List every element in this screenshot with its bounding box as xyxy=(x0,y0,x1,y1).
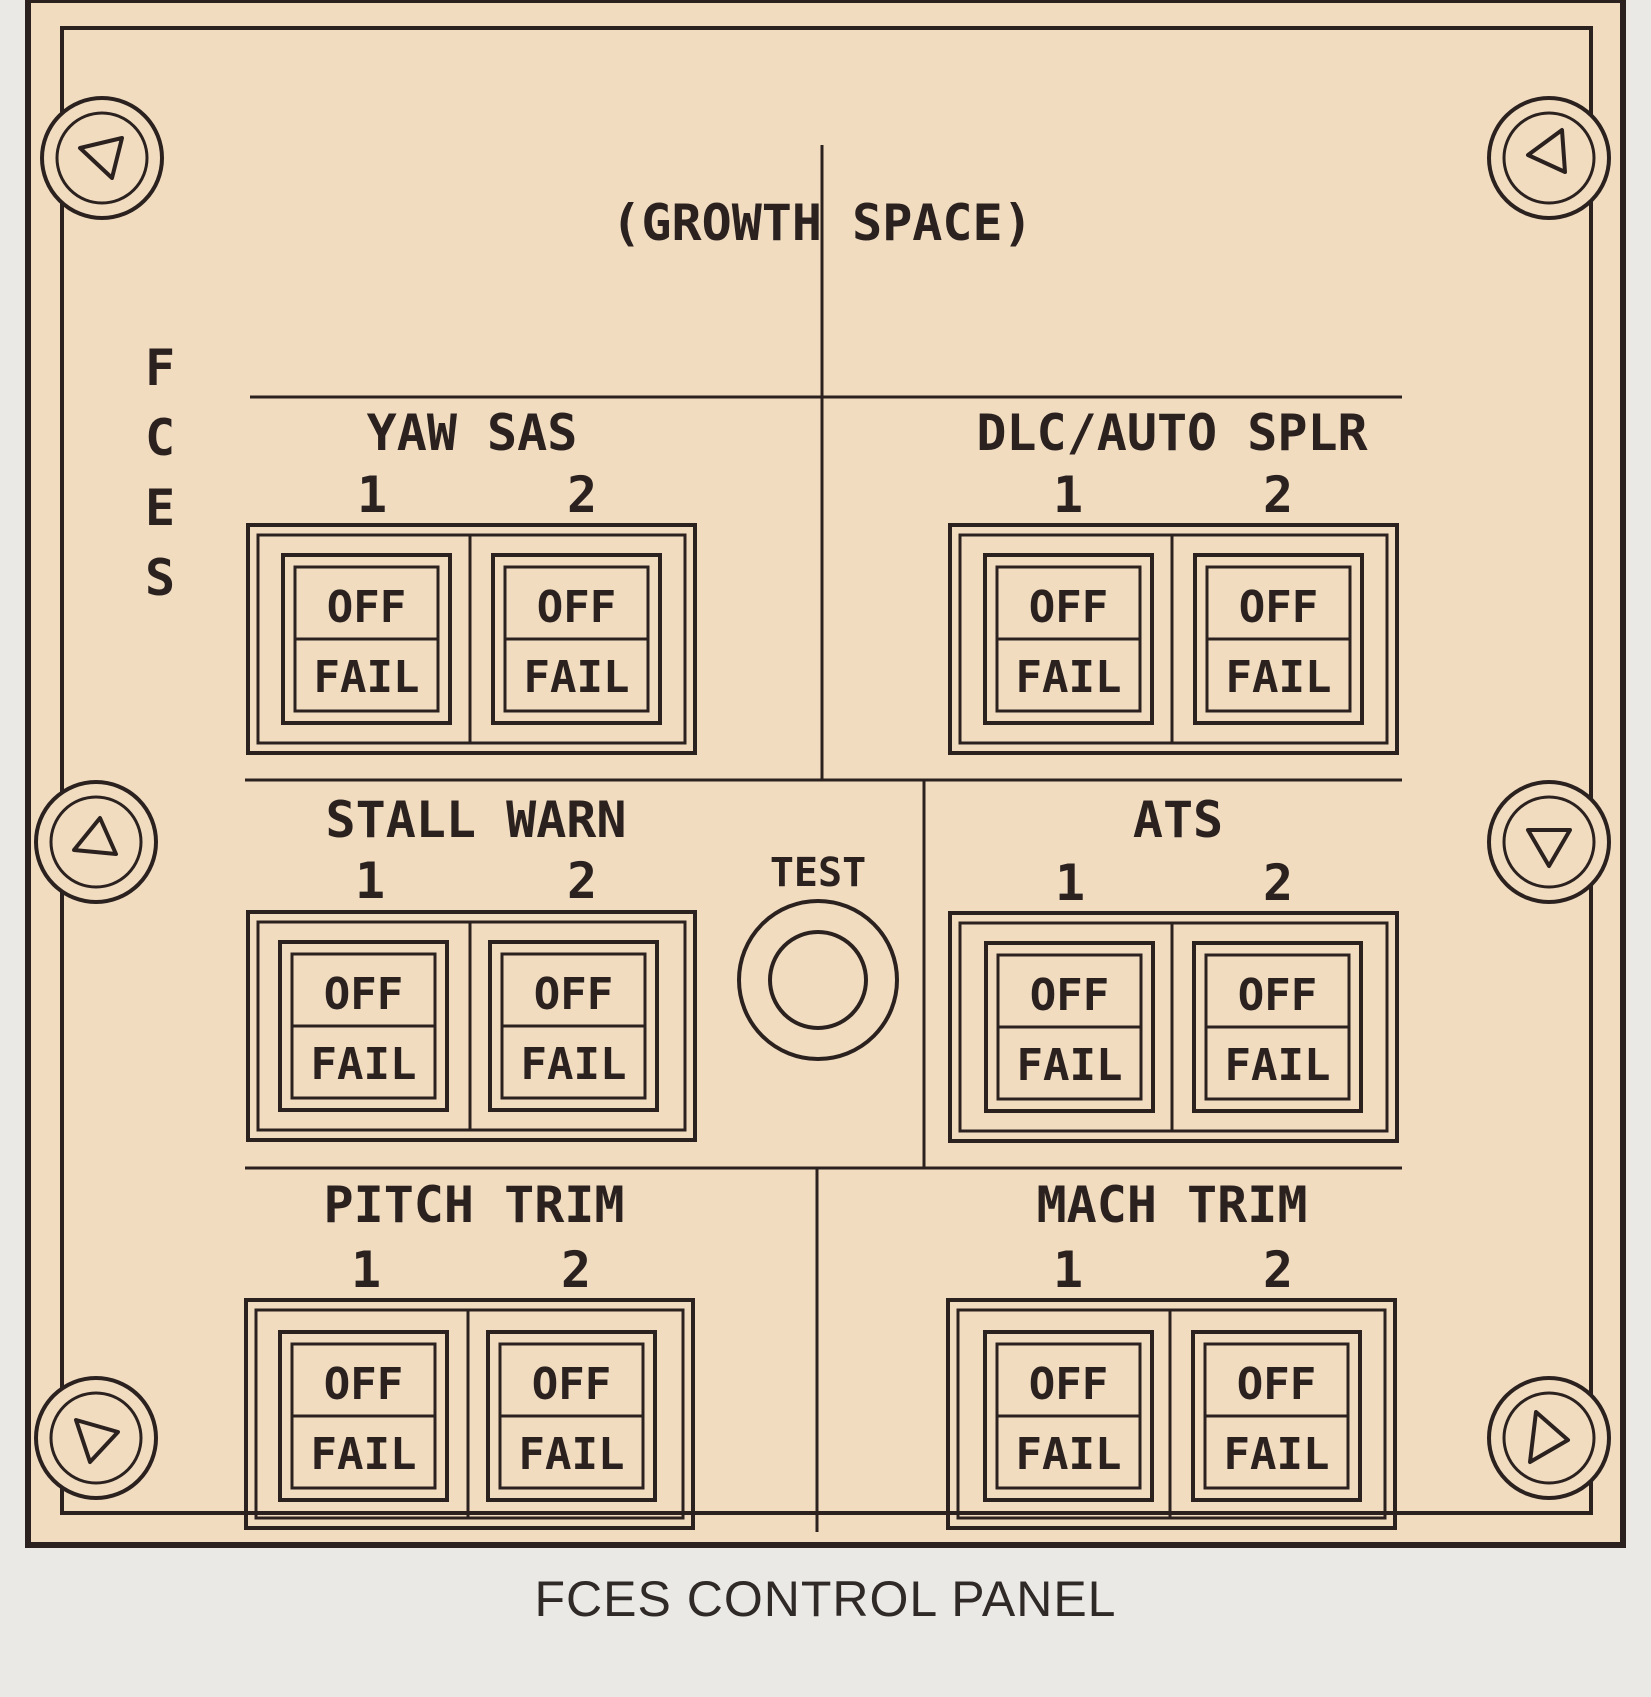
channel-number: 2 xyxy=(1263,466,1293,524)
switch-stall-warn-2[interactable]: OFF FAIL xyxy=(488,940,659,1112)
switch-fail-label: FAIL xyxy=(311,1429,417,1480)
switch-housing xyxy=(946,1298,1397,1530)
switch-fail-label: FAIL xyxy=(1224,1429,1330,1480)
screw-top-left-icon xyxy=(40,96,164,220)
fces-letter: S xyxy=(145,549,175,607)
channel-number: 2 xyxy=(561,1241,591,1299)
channel-number: 1 xyxy=(1055,854,1085,912)
switch-fail-label: FAIL xyxy=(521,1039,627,1090)
switch-pitch-trim-1[interactable]: OFF FAIL xyxy=(278,1330,449,1502)
switch-fail-label: FAIL xyxy=(311,1039,417,1090)
test-label: TEST xyxy=(770,850,866,896)
switch-off-label: OFF xyxy=(534,969,613,1020)
switch-yaw-sas-1[interactable]: OFF FAIL xyxy=(281,553,452,725)
channel-number: 2 xyxy=(567,852,597,910)
switch-fail-label: FAIL xyxy=(1225,1040,1331,1091)
switch-housing xyxy=(246,910,697,1142)
screw-bottom-right-icon xyxy=(1487,1376,1611,1500)
switch-fail-label: FAIL xyxy=(519,1429,625,1480)
group-title: DLC/AUTO SPLR xyxy=(976,404,1368,462)
group-title: PITCH TRIM xyxy=(323,1176,624,1234)
channel-number: 2 xyxy=(1263,1241,1293,1299)
channel-number: 1 xyxy=(1053,1241,1083,1299)
switch-off-label: OFF xyxy=(1030,970,1109,1021)
fces-vertical-label: F C E S xyxy=(145,339,175,607)
group-stall-warn: STALL WARN 1 2 OFF FAIL OFF FAIL xyxy=(246,791,697,1142)
switch-off-label: OFF xyxy=(1237,1359,1316,1410)
group-title: MACH TRIM xyxy=(1037,1176,1308,1234)
switch-off-label: OFF xyxy=(532,1359,611,1410)
switch-ats-2[interactable]: OFF FAIL xyxy=(1192,941,1363,1113)
switch-off-label: OFF xyxy=(1029,582,1108,633)
switch-pitch-trim-2[interactable]: OFF FAIL xyxy=(486,1330,657,1502)
screw-mid-right-icon xyxy=(1487,780,1611,904)
panel-bezel xyxy=(25,0,1626,1548)
group-title: STALL WARN xyxy=(325,791,626,849)
switch-housing xyxy=(948,523,1399,755)
switch-dlc-auto-splr-2[interactable]: OFF FAIL xyxy=(1193,553,1364,725)
group-pitch-trim: PITCH TRIM 1 2 OFF FAIL OFF FAIL xyxy=(244,1176,695,1530)
fces-letter: C xyxy=(145,409,175,467)
channel-number: 2 xyxy=(567,466,597,524)
figure-caption: FCES CONTROL PANEL xyxy=(534,1571,1117,1627)
switch-fail-label: FAIL xyxy=(1017,1040,1123,1091)
channel-number: 1 xyxy=(1053,466,1083,524)
screw-mid-left-icon xyxy=(34,780,158,904)
screw-top-right-icon xyxy=(1487,96,1611,220)
switch-stall-warn-1[interactable]: OFF FAIL xyxy=(278,940,449,1112)
screw-bottom-left-icon xyxy=(34,1376,158,1500)
switch-dlc-auto-splr-1[interactable]: OFF FAIL xyxy=(983,553,1154,725)
test-button[interactable] xyxy=(737,899,899,1061)
switch-off-label: OFF xyxy=(324,1359,403,1410)
switch-ats-1[interactable]: OFF FAIL xyxy=(984,941,1155,1113)
group-title: YAW SAS xyxy=(367,404,578,462)
fces-letter: F xyxy=(145,339,175,397)
switch-housing xyxy=(244,1298,695,1530)
switch-fail-label: FAIL xyxy=(524,652,630,703)
channel-number: 1 xyxy=(351,1241,381,1299)
panel-dividers xyxy=(245,145,1402,1532)
group-mach-trim: MACH TRIM 1 2 OFF FAIL OFF FAIL xyxy=(946,1176,1397,1530)
switch-fail-label: FAIL xyxy=(1226,652,1332,703)
fces-letter: E xyxy=(145,479,175,537)
group-title: ATS xyxy=(1133,791,1223,849)
switch-off-label: OFF xyxy=(324,969,403,1020)
channel-number: 1 xyxy=(355,852,385,910)
switch-mach-trim-2[interactable]: OFF FAIL xyxy=(1191,1330,1362,1502)
switch-off-label: OFF xyxy=(1029,1359,1108,1410)
panel-inner-outline xyxy=(60,26,1593,1515)
switch-off-label: OFF xyxy=(327,582,406,633)
switch-housing xyxy=(246,523,697,755)
group-yaw-sas: YAW SAS 1 2 OFF FAIL OFF FAIL xyxy=(246,404,697,755)
switch-off-label: OFF xyxy=(1239,582,1318,633)
group-ats: ATS 1 2 OFF FAIL OFF FAIL xyxy=(948,791,1399,1143)
switch-housing xyxy=(948,911,1399,1143)
growth-space-label: (GROWTH SPACE) xyxy=(611,194,1032,252)
switch-fail-label: FAIL xyxy=(1016,652,1122,703)
switch-mach-trim-1[interactable]: OFF FAIL xyxy=(983,1330,1154,1502)
channel-number: 2 xyxy=(1263,854,1293,912)
switch-yaw-sas-2[interactable]: OFF FAIL xyxy=(491,553,662,725)
channel-number: 1 xyxy=(357,466,387,524)
switch-fail-label: FAIL xyxy=(314,652,420,703)
switch-fail-label: FAIL xyxy=(1016,1429,1122,1480)
switch-off-label: OFF xyxy=(1238,970,1317,1021)
group-dlc-auto-splr: DLC/AUTO SPLR 1 2 OFF FAIL OFF FAIL xyxy=(948,404,1399,755)
switch-off-label: OFF xyxy=(537,582,616,633)
